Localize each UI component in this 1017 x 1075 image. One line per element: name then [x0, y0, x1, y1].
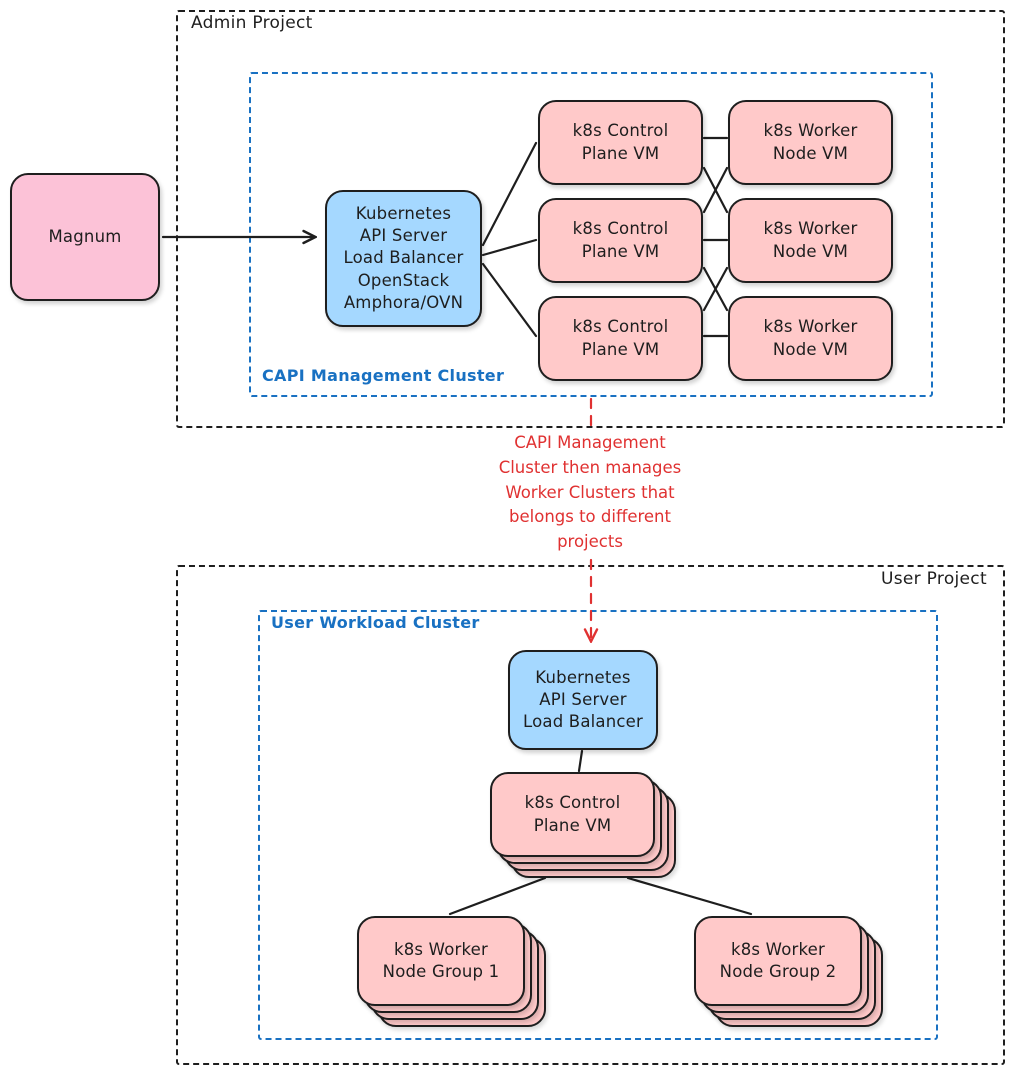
user-api-lb-node: Kubernetes API Server Load Balancer [508, 650, 658, 750]
capi-api-lb-node: Kubernetes API Server Load Balancer Open… [325, 190, 482, 327]
admin-project-label: Admin Project [188, 13, 316, 33]
capi-management-cluster-region [249, 72, 933, 397]
control-plane-vm-3: k8s Control Plane VM [538, 296, 703, 381]
worker-node-vm-3: k8s Worker Node VM [728, 296, 893, 381]
worker-node-vm-2: k8s Worker Node VM [728, 198, 893, 283]
user-workload-cluster-label: User Workload Cluster [268, 613, 483, 632]
user-project-label: User Project [878, 569, 990, 589]
control-plane-vm-2: k8s Control Plane VM [538, 198, 703, 283]
capi-manages-annotation: CAPI Management Cluster then manages Wor… [470, 431, 710, 555]
control-plane-vm-1: k8s Control Plane VM [538, 100, 703, 185]
magnum-node: Magnum [10, 173, 160, 301]
worker-node-vm-1: k8s Worker Node VM [728, 100, 893, 185]
user-workload-cluster-region [258, 610, 938, 1040]
worker-node-group-2: k8s Worker Node Group 2 [694, 916, 862, 1006]
capi-management-cluster-label: CAPI Management Cluster [259, 366, 508, 385]
user-control-plane-node: k8s Control Plane VM [490, 772, 655, 857]
worker-node-group-1: k8s Worker Node Group 1 [357, 916, 525, 1006]
